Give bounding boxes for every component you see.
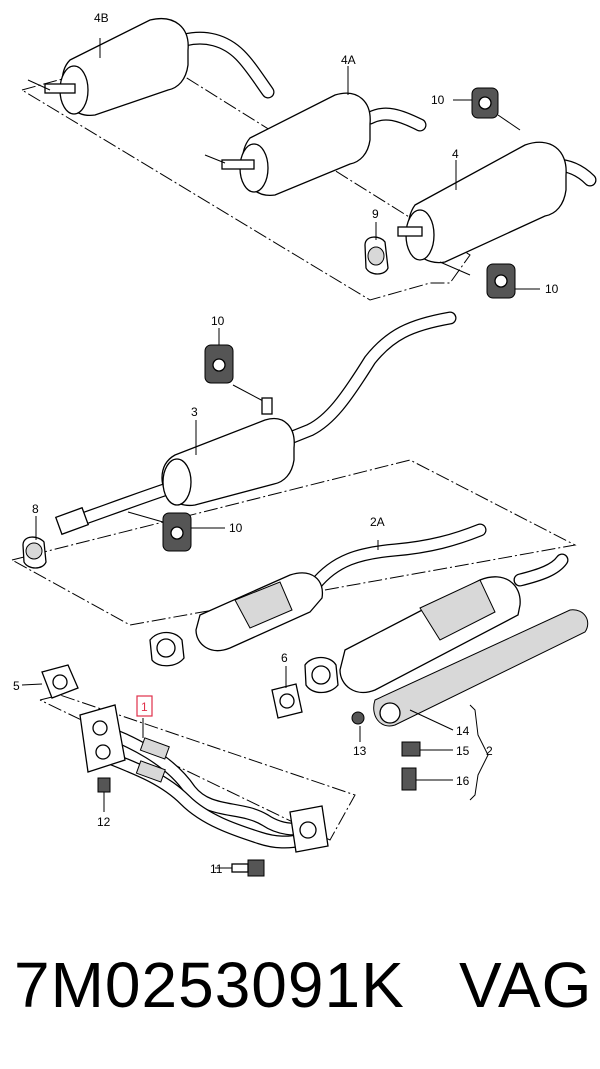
label-4b: 4B — [94, 11, 109, 25]
clamp-9 — [364, 222, 389, 275]
nut-12 — [97, 777, 111, 812]
gasket-5 — [21, 664, 79, 699]
label-1: 1 — [141, 700, 148, 714]
label-4: 4 — [452, 147, 459, 161]
label-8: 8 — [32, 502, 39, 516]
caption: 7M0253091K VAG — [0, 930, 600, 1040]
label-14: 14 — [456, 724, 470, 738]
label-3: 3 — [191, 405, 198, 419]
part-15 — [401, 741, 453, 757]
label-13: 13 — [353, 744, 367, 758]
center-silencer-3 — [54, 311, 457, 536]
rear-silencer-4a — [204, 66, 427, 196]
label-15: 15 — [456, 744, 470, 758]
nut-13 — [351, 711, 365, 742]
hanger-10-top — [453, 87, 521, 131]
label-10-right: 10 — [545, 282, 559, 296]
label-10-lower: 10 — [229, 521, 243, 535]
catalytic-converter-2 — [304, 553, 589, 727]
rear-silencer-4 — [397, 141, 597, 276]
hanger-10-lower — [127, 511, 225, 552]
label-9: 9 — [372, 207, 379, 221]
rear-silencer-4b — [27, 18, 275, 116]
label-10-top: 10 — [431, 93, 445, 107]
catalytic-converter-2a — [149, 523, 487, 667]
label-1-highlight — [136, 695, 153, 717]
label-2: 2 — [486, 744, 493, 758]
label-16: 16 — [456, 774, 470, 788]
label-6: 6 — [281, 651, 288, 665]
part-number: 7M0253091K — [14, 949, 405, 1021]
hanger-10-mid — [204, 328, 273, 415]
bolt-16 — [401, 767, 453, 791]
exhaust-system-diagram: 4B 4A 4 10 9 10 10 3 8 10 2A 6 5 1 14 13… — [11, 11, 597, 877]
label-11: 11 — [210, 862, 223, 876]
label-4a: 4A — [341, 53, 356, 67]
clamp-8 — [22, 516, 47, 569]
leader-14 — [409, 709, 454, 731]
label-5: 5 — [13, 679, 20, 693]
group-outline-center-silencer — [11, 459, 577, 626]
bolt-11 — [215, 859, 265, 877]
hanger-10-right — [486, 263, 540, 299]
bracket-2 — [469, 704, 489, 801]
front-pipe-1 — [79, 704, 329, 853]
gasket-6 — [271, 666, 303, 719]
label-12: 12 — [97, 815, 111, 829]
brand-name: VAG — [459, 949, 593, 1021]
label-10-mid: 10 — [211, 314, 225, 328]
label-2a: 2A — [370, 515, 385, 529]
